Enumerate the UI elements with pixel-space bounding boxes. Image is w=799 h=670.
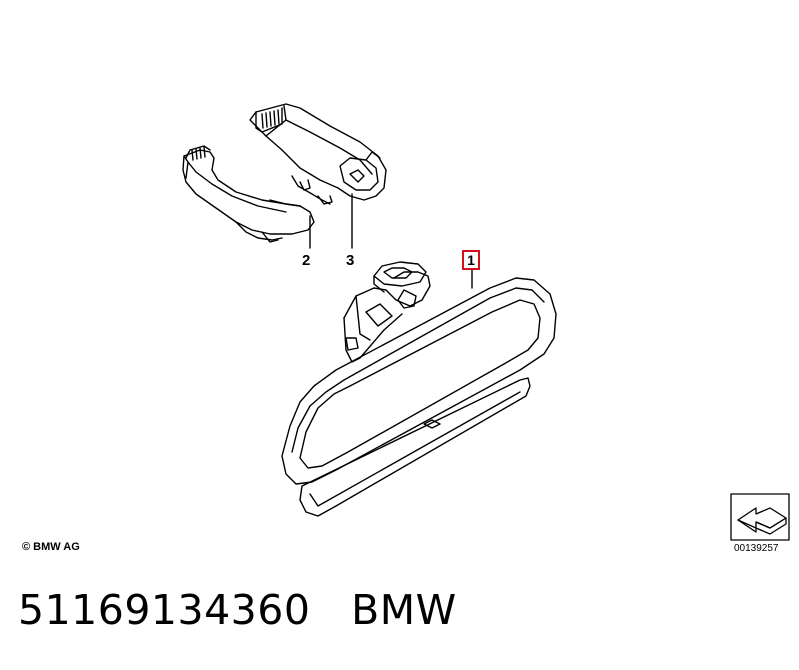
- brand-name: BMW: [351, 586, 457, 634]
- view-arrow-icon: [730, 493, 790, 541]
- callout-part-1[interactable]: 1: [462, 250, 480, 270]
- callout-part-3: 3: [346, 252, 355, 269]
- part-number: 51169134360: [18, 586, 311, 634]
- rear-view-mirror-drawing: [281, 261, 557, 517]
- mirror-cover-drawing: [182, 103, 387, 243]
- callout-part-2: 2: [302, 252, 311, 269]
- diagram-number: 00139257: [734, 543, 779, 554]
- part-caption: 51169134360 BMW: [18, 586, 457, 634]
- copyright-label: © BMW AG: [22, 541, 80, 553]
